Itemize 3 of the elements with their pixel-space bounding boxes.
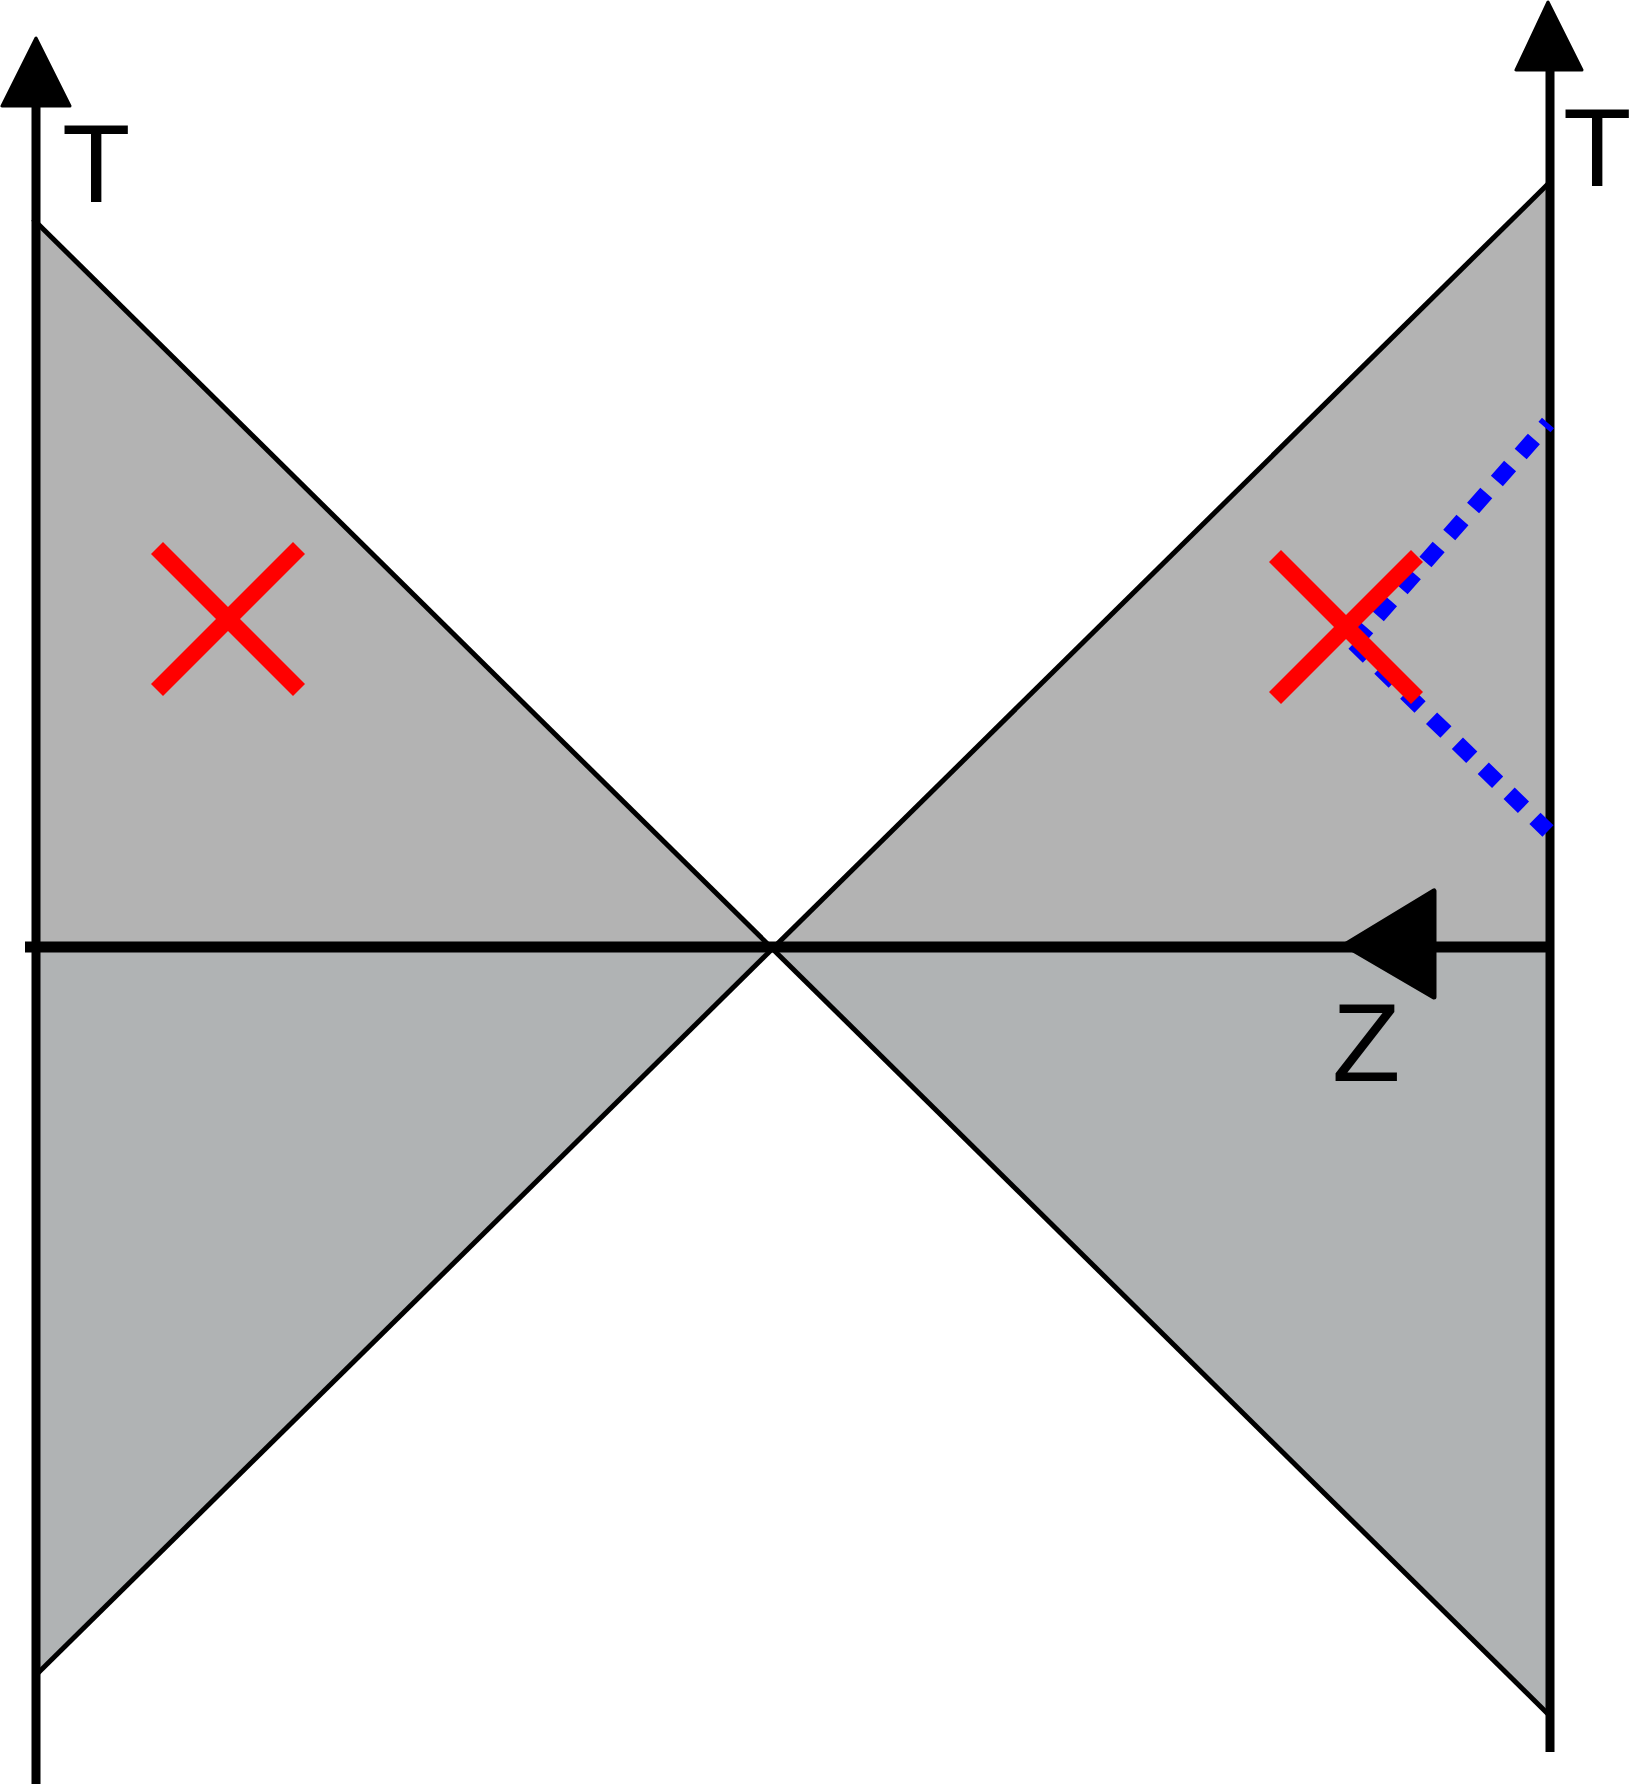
axis-label: T [1563,92,1632,204]
axis-label: Z [1332,987,1401,1099]
axis-label: T [62,108,131,220]
